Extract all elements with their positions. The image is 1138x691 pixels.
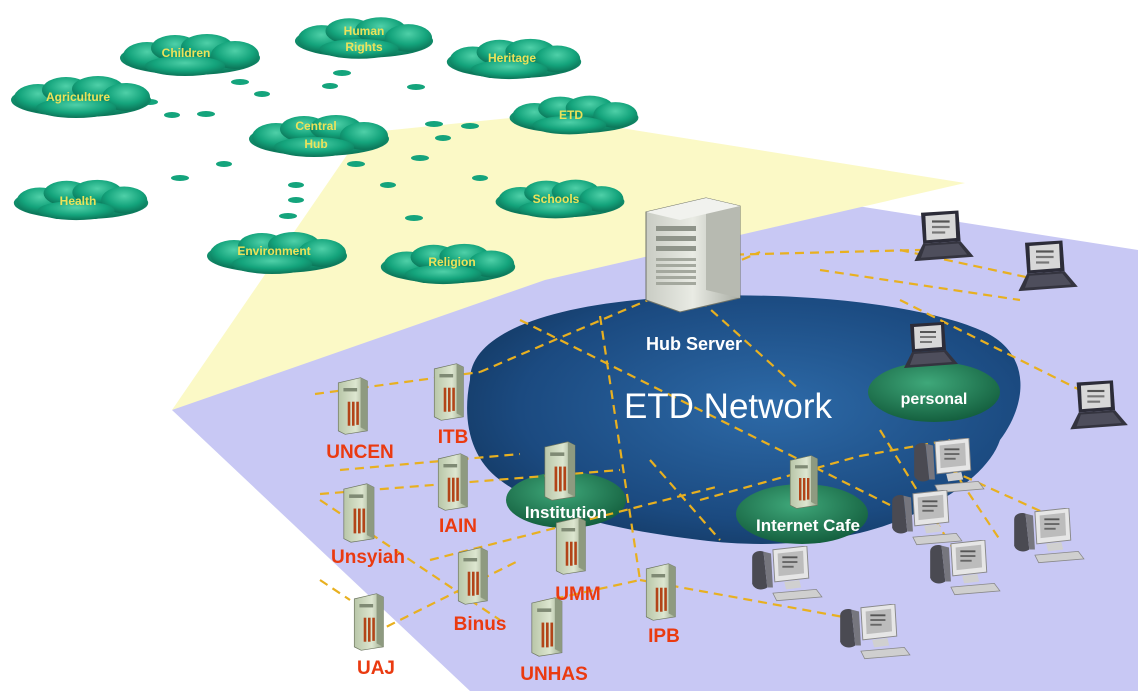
server-tower-icon	[457, 547, 488, 605]
server-tower-icon	[645, 563, 676, 621]
institution-label: Institution	[525, 503, 607, 522]
cloud-environment-label: Environment	[237, 244, 310, 258]
server-tower-icon	[337, 377, 368, 435]
cloud-human-rights-label-2: Rights	[345, 40, 383, 54]
cloud-heritage-label: Heritage	[488, 51, 536, 65]
personal-label: personal	[901, 391, 968, 408]
personal-disk	[868, 362, 1000, 422]
cloud-etd-label: ETD	[559, 108, 583, 122]
institution-itb-label: ITB	[438, 427, 469, 448]
server-tower-icon	[437, 453, 468, 511]
institution-binus-label: Binus	[454, 614, 507, 635]
cloud-children: Children	[120, 34, 260, 76]
institution-server-icon	[544, 441, 576, 501]
cloud-schools: Schools	[495, 179, 625, 219]
server-tower-icon	[343, 483, 375, 543]
hub-server-label: Hub Server	[646, 334, 742, 354]
internet-cafe-disk	[736, 484, 868, 544]
cloud-health: Health	[13, 179, 149, 221]
institution-uncen-label: UNCEN	[326, 442, 394, 463]
server-tower-icon	[555, 517, 586, 575]
institution-disk	[506, 472, 626, 528]
institution-ipb-label: IPB	[648, 626, 680, 647]
internet-cafe-server-icon	[789, 455, 818, 509]
cloud-agriculture: Agriculture	[11, 76, 151, 118]
etd-network-title: ETD Network	[624, 387, 833, 426]
hub-beam	[172, 115, 965, 410]
cloud-religion: Religion	[380, 243, 516, 285]
cloud-central-hub-label-1: Central	[295, 119, 336, 133]
cloud-central-hub-label-2: Hub	[304, 137, 327, 151]
cloud-etd: ETD	[509, 95, 639, 135]
cloud-agriculture-label: Agriculture	[46, 90, 110, 104]
hub-server-icon	[645, 197, 741, 313]
cloud-health-label: Health	[60, 194, 97, 208]
institution-uaj-label: UAJ	[357, 658, 395, 679]
institution-unhas-label: UNHAS	[520, 664, 588, 685]
cloud-schools-label: Schools	[533, 192, 580, 206]
cloud-children-label: Children	[162, 46, 211, 60]
internet-cafe-label: Internet Cafe	[756, 516, 860, 535]
server-tower-icon	[433, 363, 464, 421]
server-tower-icon	[353, 593, 384, 651]
institution-unsyiah-label: Unsyiah	[331, 547, 405, 568]
server-tower-icon	[531, 597, 563, 657]
cloud-connection-dots	[142, 70, 488, 221]
cloud-human-rights-label-1: Human	[344, 24, 385, 38]
cloud-heritage: Heritage	[446, 38, 582, 80]
institution-iain-label: IAIN	[439, 516, 477, 537]
cloud-human-rights: Human Rights	[294, 17, 434, 59]
cloud-religion-label: Religion	[428, 255, 475, 269]
cloud-central-hub: Central Hub	[249, 115, 389, 157]
institution-umm-label: UMM	[555, 584, 600, 605]
cloud-environment: Environment	[207, 232, 347, 274]
